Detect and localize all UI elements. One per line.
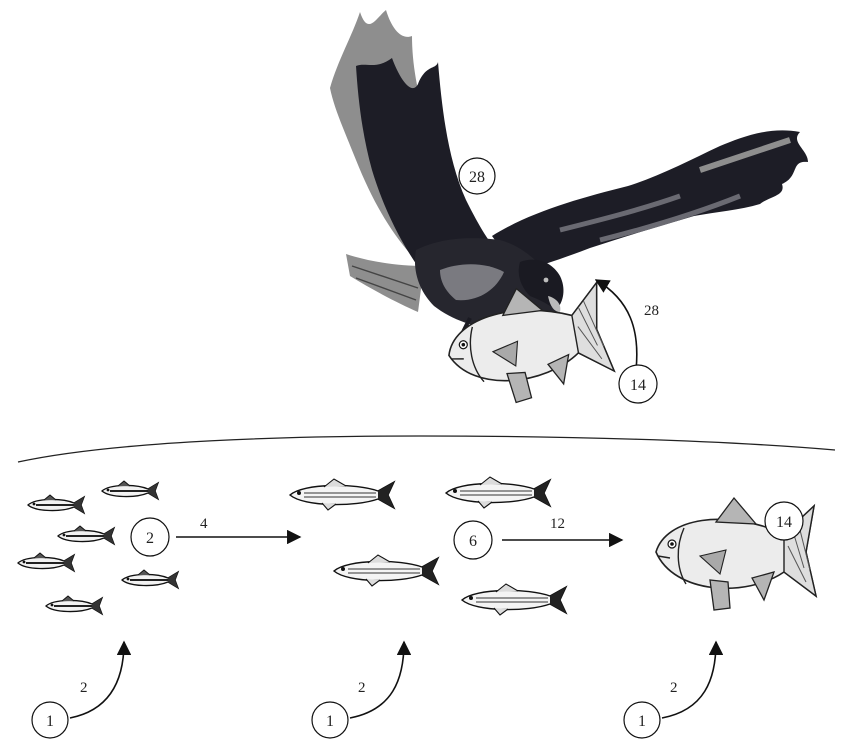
fish-icon bbox=[333, 554, 439, 587]
fish-icon bbox=[121, 569, 179, 589]
input-1-value: 2 bbox=[80, 680, 88, 696]
fish-icon bbox=[461, 583, 567, 616]
fish-icon bbox=[445, 476, 551, 509]
big-fish-level-node: 14 bbox=[764, 501, 804, 541]
fish-icon bbox=[45, 595, 103, 615]
fish-icon bbox=[27, 494, 85, 514]
input-1-arrow bbox=[69, 640, 132, 719]
fish-icon bbox=[57, 525, 115, 545]
fish-icon bbox=[289, 478, 395, 511]
small-arrow-value: 4 bbox=[200, 516, 208, 532]
eagle-level-node: 28 bbox=[458, 157, 496, 195]
eagle-arrow-value: 28 bbox=[644, 303, 659, 319]
input-2-label: 1 bbox=[326, 713, 334, 730]
fish-icon bbox=[17, 552, 75, 572]
fish-icon bbox=[101, 480, 159, 500]
mid-arrow-value: 12 bbox=[550, 516, 565, 532]
eagle-level-label: 28 bbox=[469, 169, 485, 186]
big-fish-level-label: 14 bbox=[776, 514, 792, 531]
caught-fish-level-node: 14 bbox=[618, 364, 658, 404]
input-node-2: 1 2 bbox=[311, 640, 412, 739]
input-1-label: 1 bbox=[46, 713, 54, 730]
water-surface-line bbox=[17, 435, 836, 463]
small-fish-level-label: 2 bbox=[146, 530, 154, 547]
input-2-arrow bbox=[349, 640, 412, 719]
input-node-3: 1 2 bbox=[623, 640, 724, 739]
input-3-label: 1 bbox=[638, 713, 646, 730]
mid-fish-level-label: 6 bbox=[469, 533, 477, 550]
input-3-arrow bbox=[661, 640, 724, 719]
eagle-icon bbox=[330, 10, 808, 340]
mid-fish-school bbox=[289, 476, 567, 616]
input-node-1: 1 2 bbox=[31, 640, 132, 739]
small-fish-level-node: 2 bbox=[130, 517, 170, 557]
caught-fish-level-label: 14 bbox=[630, 377, 646, 394]
big-fish-to-eagle-arrow bbox=[594, 279, 638, 371]
mid-fish-level-node: 6 bbox=[453, 520, 493, 560]
input-2-value: 2 bbox=[358, 680, 366, 696]
input-3-value: 2 bbox=[670, 680, 678, 696]
